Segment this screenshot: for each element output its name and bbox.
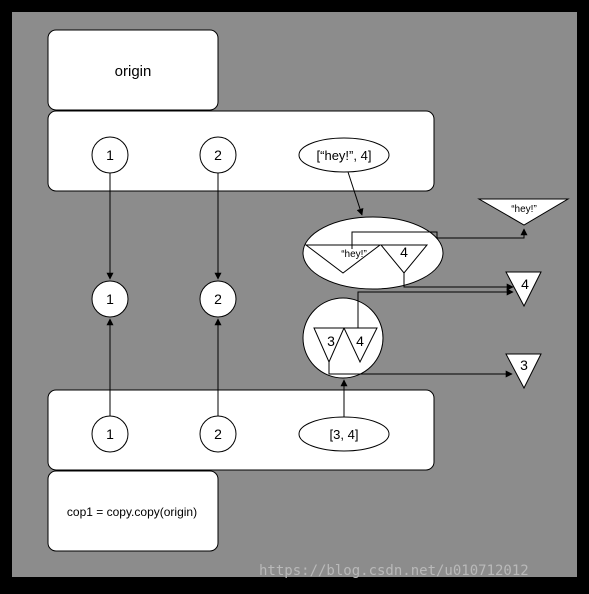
origin-item-list: [“hey!”, 4] <box>298 137 390 173</box>
origin-item-2: 2 <box>199 136 237 174</box>
arrow-b-three-ref <box>328 362 513 378</box>
target-four: 4 <box>505 271 542 308</box>
target-hey: “hey!” <box>477 198 570 226</box>
copy-label: cop1 = copy.copy(origin) <box>67 505 197 519</box>
copy-label-box: cop1 = copy.copy(origin) <box>47 470 219 552</box>
list-b-object: 3 4 <box>302 297 384 379</box>
svg-text:3: 3 <box>520 357 528 373</box>
origin-label: origin <box>115 63 152 80</box>
watermark: https://blog.csdn.net/u010712012 <box>259 563 529 579</box>
list-a-second: 4 <box>400 244 408 260</box>
copy-item-1: 1 <box>91 415 129 453</box>
svg-text:4: 4 <box>521 276 529 292</box>
svg-text:1: 1 <box>106 147 114 163</box>
list-b-second: 4 <box>356 333 364 349</box>
target-three: 3 <box>505 353 542 390</box>
arrow-b-four-ref <box>357 288 514 328</box>
arrow-hey-ref <box>351 228 528 249</box>
svg-text:1: 1 <box>106 426 114 442</box>
arrow-origin-list <box>347 171 364 216</box>
copy-item-2: 2 <box>199 415 237 453</box>
origin-item-1: 1 <box>91 136 129 174</box>
svg-text:[“hey!”, 4]: [“hey!”, 4] <box>317 148 372 163</box>
list-a-first: “hey!” <box>341 249 367 260</box>
svg-text:[3, 4]: [3, 4] <box>330 427 359 442</box>
svg-text:1: 1 <box>106 291 114 307</box>
svg-text:2: 2 <box>214 426 222 442</box>
shared-int-1: 1 <box>91 280 129 318</box>
origin-label-box: origin <box>47 29 219 111</box>
arrow-a-four-ref <box>403 273 514 291</box>
svg-text:2: 2 <box>214 147 222 163</box>
list-b-first: 3 <box>327 333 335 349</box>
svg-text:2: 2 <box>214 291 222 307</box>
shared-int-2: 2 <box>199 280 237 318</box>
copy-item-list: [3, 4] <box>298 416 390 452</box>
svg-text:“hey!”: “hey!” <box>511 204 537 215</box>
list-a-object: “hey!” 4 <box>302 216 444 290</box>
